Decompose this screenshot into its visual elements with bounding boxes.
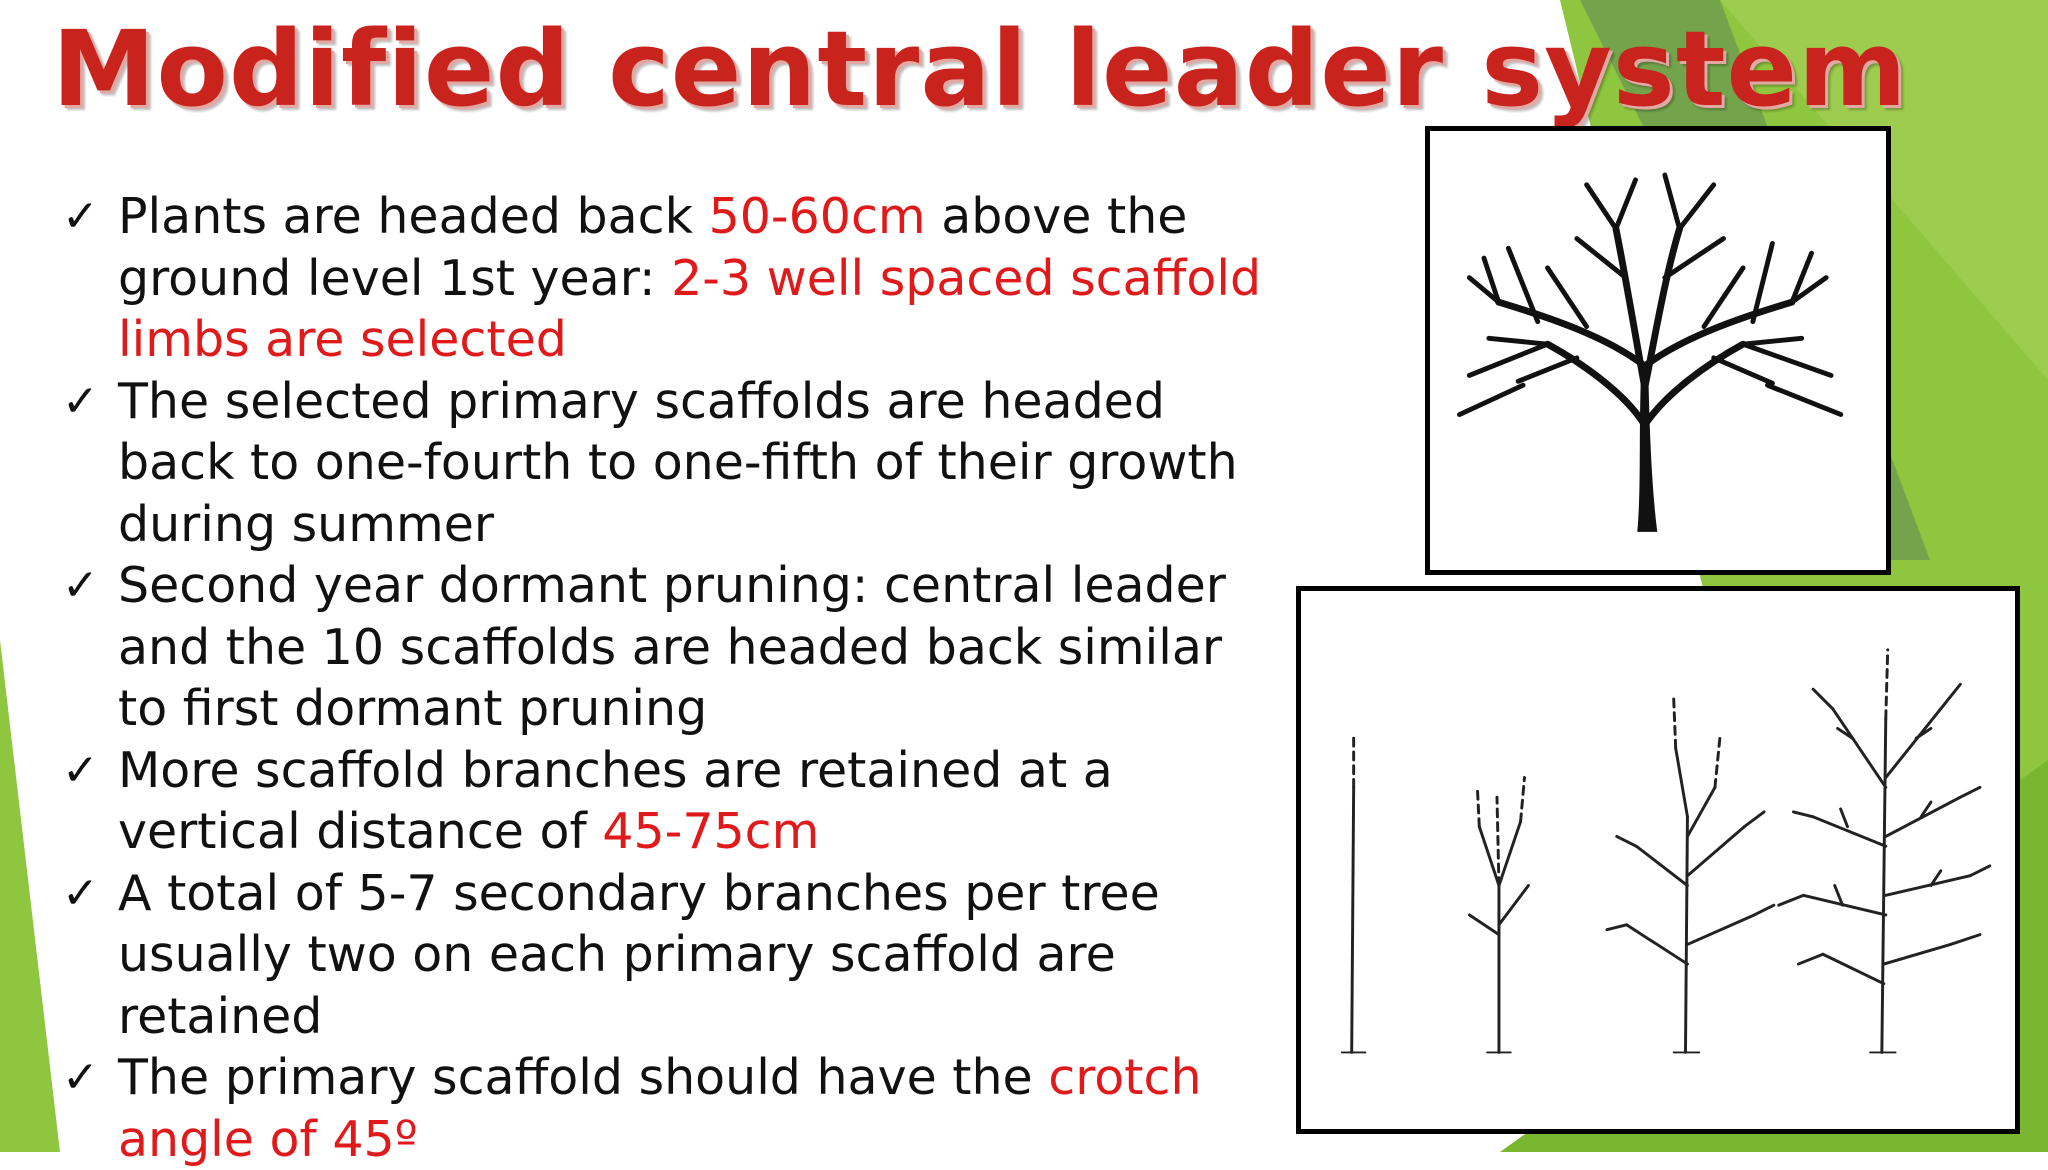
bullet-item: ✓ More scaffold branches are retained at … bbox=[62, 740, 1272, 863]
checkmark-icon: ✓ bbox=[62, 191, 99, 242]
highlighted-text: crotch angle of 45º bbox=[118, 1049, 1202, 1168]
bullet-list: ✓ Plants are headed back 50-60cm above th… bbox=[62, 186, 1272, 1170]
mature-tree-illustration bbox=[1457, 172, 1844, 532]
bullet-text: above the ground level 1st year: bbox=[118, 188, 1188, 307]
tree-stages-image bbox=[1296, 586, 2020, 1134]
bullet-text: Second year dormant pruning: central lea… bbox=[118, 557, 1226, 737]
bullet-text: A total of 5-7 secondary branches per tr… bbox=[118, 864, 1160, 1045]
bullet-text: Plants are headed back bbox=[118, 188, 709, 245]
bullet-item: ✓ The selected primary scaffolds are head… bbox=[62, 371, 1272, 556]
bullet-text: More scaffold branches are retained at a… bbox=[118, 741, 1113, 861]
checkmark-icon: ✓ bbox=[62, 1052, 99, 1103]
bullet-item: ✓ Plants are headed back 50-60cm above th… bbox=[62, 186, 1272, 371]
bullet-item: ✓ The primary scaffold should have the cr… bbox=[62, 1047, 1272, 1170]
tree-training-stages-illustration bbox=[1340, 648, 1992, 1054]
slide-title: Modified central leader system bbox=[52, 8, 1908, 130]
highlighted-text: 45-75cm bbox=[602, 803, 820, 860]
checkmark-icon: ✓ bbox=[62, 375, 99, 427]
highlighted-text: 2-3 well spaced scaffold limbs are selec… bbox=[118, 249, 1262, 369]
highlighted-text: 50-60cm bbox=[708, 188, 926, 245]
checkmark-icon: ✓ bbox=[62, 560, 99, 611]
checkmark-icon: ✓ bbox=[62, 867, 99, 919]
bullet-text: The selected primary scaffolds are heade… bbox=[118, 372, 1238, 553]
bullet-item: ✓ A total of 5-7 secondary branches per t… bbox=[62, 863, 1272, 1048]
mature-tree-image bbox=[1425, 126, 1891, 575]
checkmark-icon: ✓ bbox=[62, 744, 99, 796]
bullet-text: The primary scaffold should have the bbox=[118, 1049, 1049, 1106]
bullet-item: ✓ Second year dormant pruning: central le… bbox=[62, 555, 1272, 740]
